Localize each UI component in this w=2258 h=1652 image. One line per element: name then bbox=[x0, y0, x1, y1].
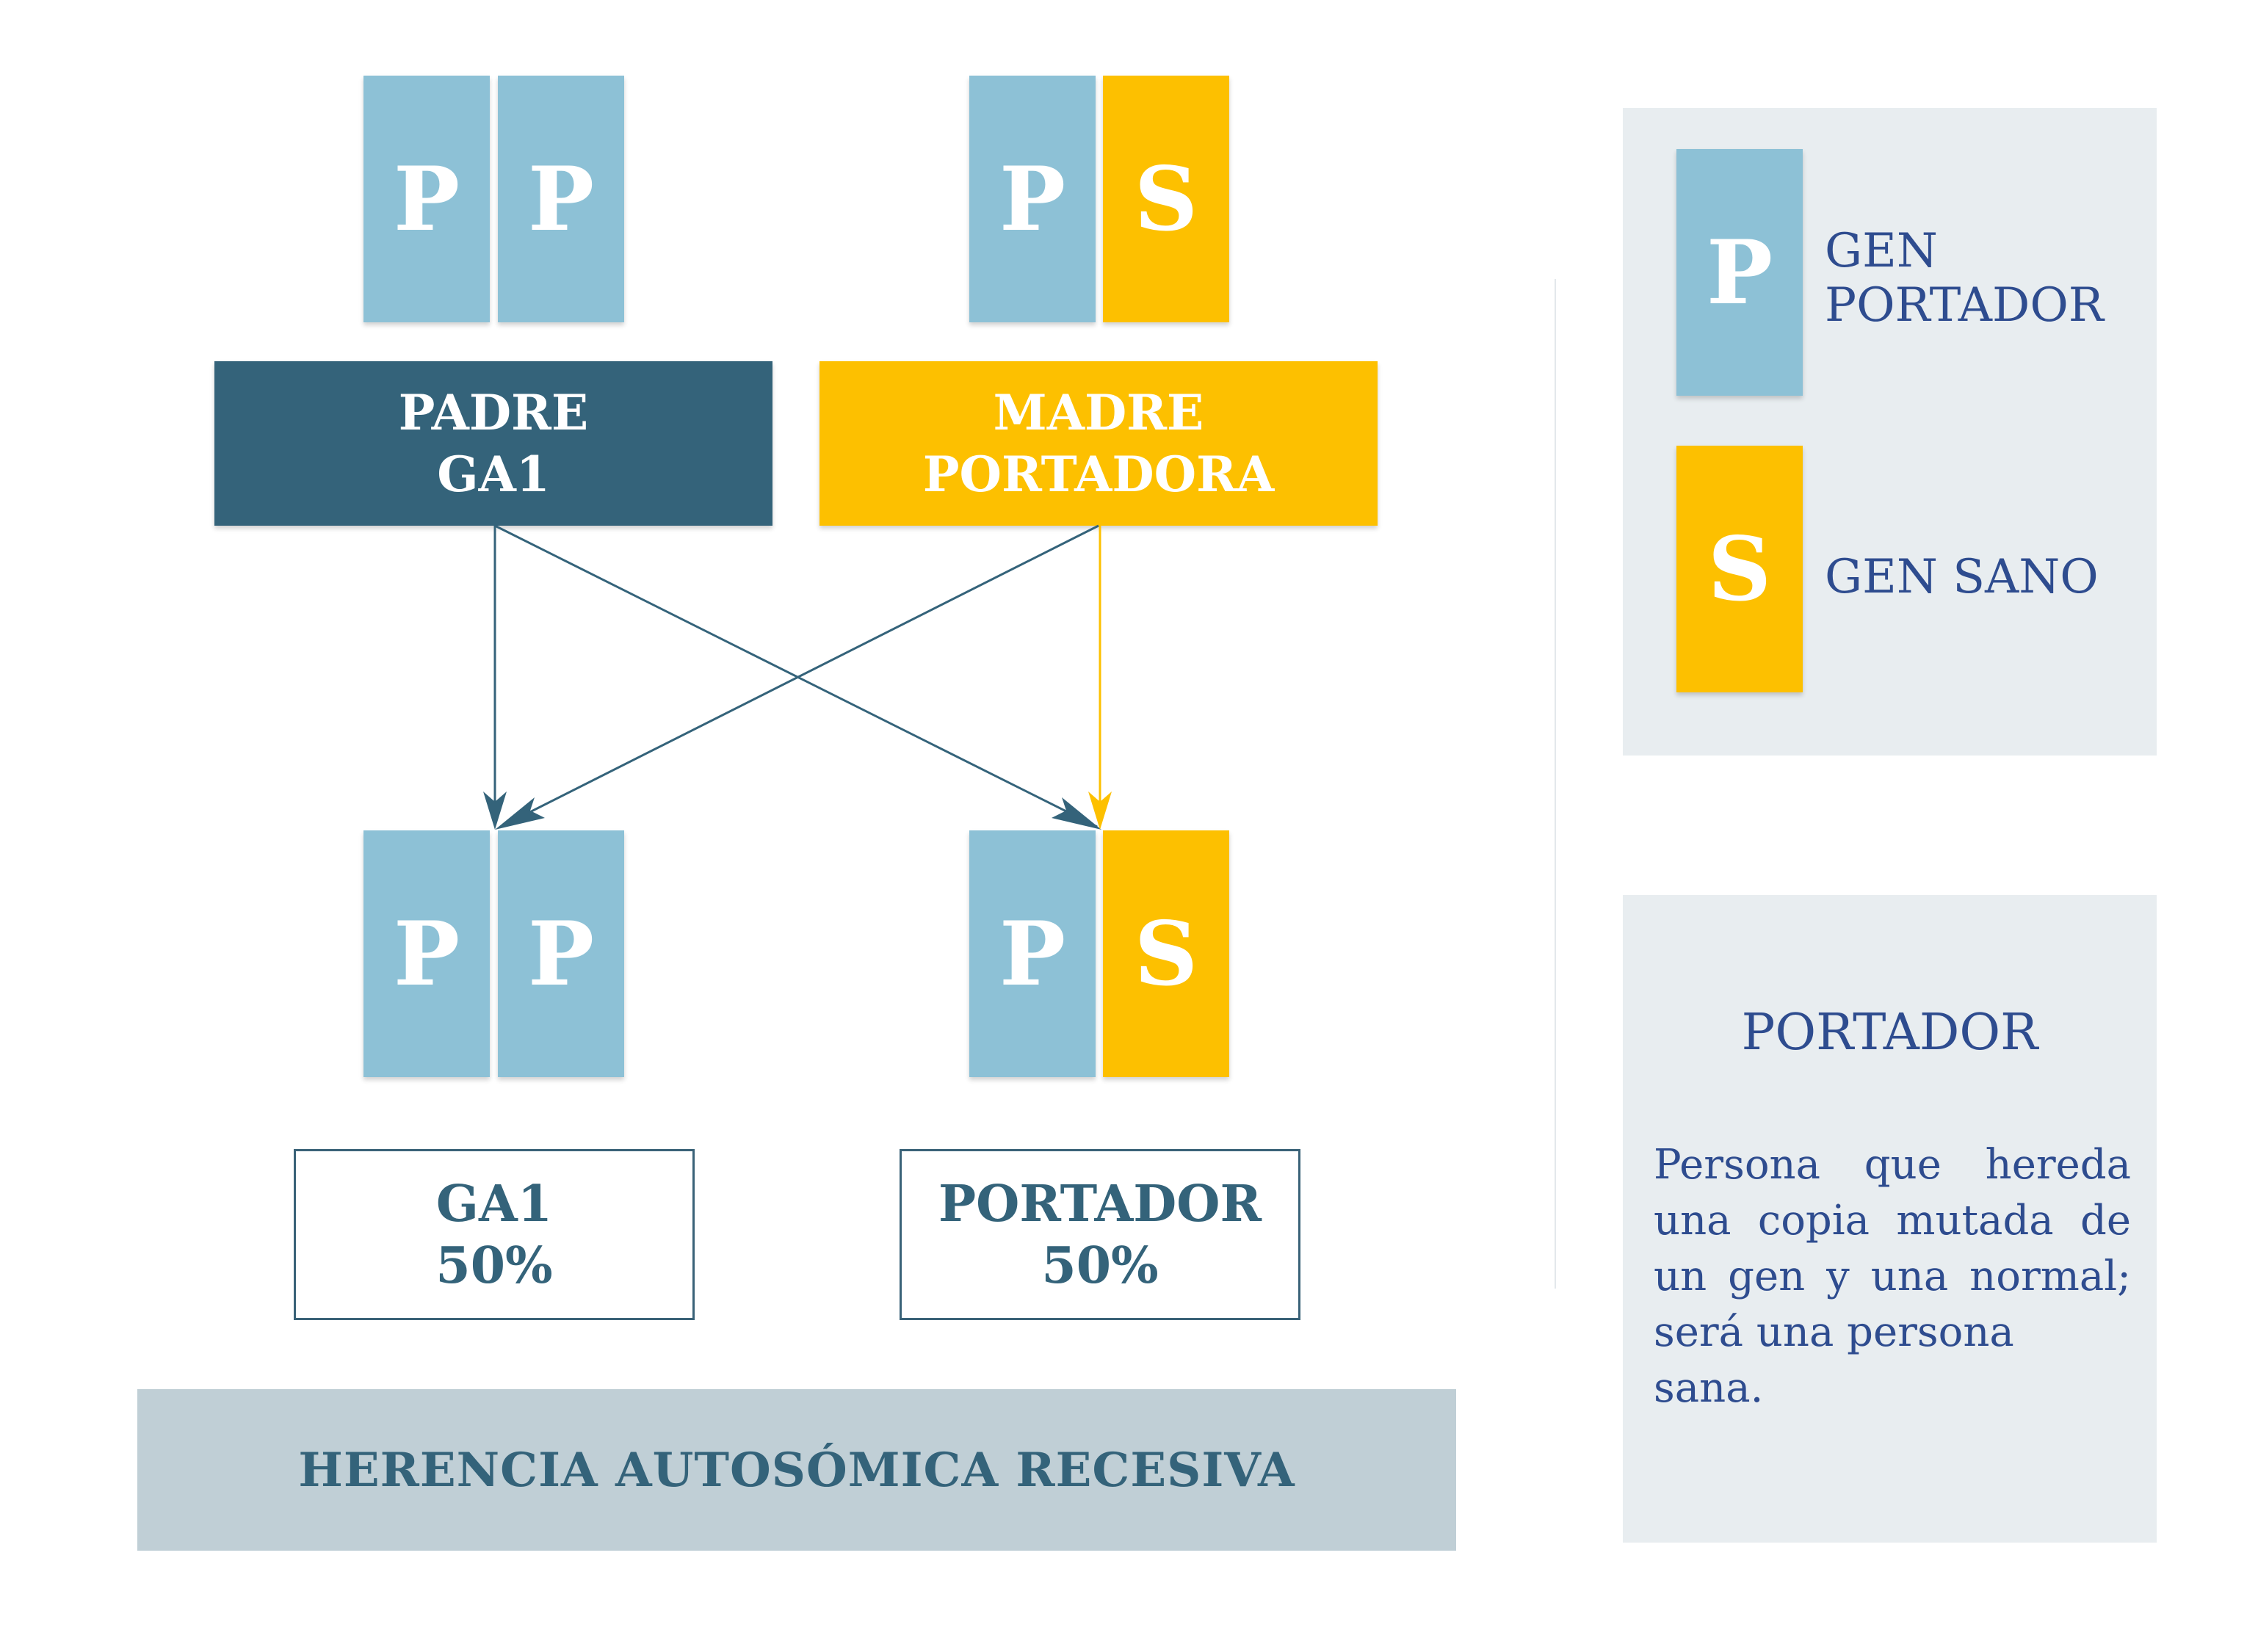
legend-p-label: GEN PORTADOR bbox=[1825, 224, 2104, 333]
vertical-divider bbox=[1555, 279, 1556, 1289]
result-box-portador: PORTADOR 50% bbox=[900, 1149, 1300, 1320]
definition-line-2: una copia mutada de bbox=[1654, 1197, 2131, 1245]
father-gene-1: P bbox=[363, 76, 490, 322]
result-ga1-percent: 50% bbox=[435, 1236, 553, 1295]
legend-gene-p: P bbox=[1676, 149, 1803, 396]
result-box-ga1: GA1 50% bbox=[294, 1149, 695, 1320]
child-left-gene-1: P bbox=[363, 830, 490, 1077]
definition-text: Persona que hereda una copia mutada de u… bbox=[1654, 1137, 2131, 1416]
legend-p-label-line1: GEN bbox=[1825, 224, 1938, 278]
mother-label-line2: PORTADORA bbox=[922, 446, 1275, 503]
definition-line-4: será una persona sana. bbox=[1654, 1308, 2014, 1412]
definition-line-1: Persona que hereda bbox=[1654, 1141, 2131, 1189]
arrow-father-to-left bbox=[483, 526, 507, 830]
child-right-gene-2: S bbox=[1103, 830, 1229, 1077]
legend-gene-s: S bbox=[1676, 446, 1803, 692]
legend-panel: P GEN PORTADOR S GEN SANO bbox=[1623, 108, 2157, 756]
father-label-line2: GA1 bbox=[437, 446, 550, 503]
mother-gene-1: P bbox=[969, 76, 1096, 322]
definition-panel: PORTADOR Persona que hereda una copia mu… bbox=[1623, 895, 2157, 1543]
result-portador-label: PORTADOR bbox=[938, 1174, 1262, 1233]
arrow-mother-to-right bbox=[1088, 526, 1112, 830]
definition-title: PORTADOR bbox=[1741, 1004, 2038, 1062]
footer-title: HERENCIA AUTOSÓMICA RECESIVA bbox=[298, 1442, 1295, 1498]
child-right-gene-1: P bbox=[969, 830, 1096, 1077]
mother-label-box: MADRE PORTADORA bbox=[819, 361, 1378, 526]
father-label-box: PADRE GA1 bbox=[214, 361, 772, 526]
inheritance-arrows bbox=[483, 524, 1112, 830]
definition-line-3: un gen y una normal; bbox=[1654, 1253, 2131, 1300]
result-portador-percent: 50% bbox=[1041, 1236, 1159, 1295]
result-ga1-label: GA1 bbox=[435, 1174, 553, 1233]
father-label-line1: PADRE bbox=[398, 384, 589, 441]
mother-label-line1: MADRE bbox=[993, 384, 1204, 441]
footer-title-bar: HERENCIA AUTOSÓMICA RECESIVA bbox=[137, 1389, 1456, 1551]
arrow-mother-to-left bbox=[495, 524, 1099, 830]
father-gene-2: P bbox=[498, 76, 624, 322]
legend-s-label: GEN SANO bbox=[1825, 550, 2099, 604]
mother-gene-2: S bbox=[1103, 76, 1229, 322]
arrow-father-to-right bbox=[494, 524, 1101, 830]
child-left-gene-2: P bbox=[498, 830, 624, 1077]
legend-p-label-line2: PORTADOR bbox=[1825, 278, 2104, 333]
